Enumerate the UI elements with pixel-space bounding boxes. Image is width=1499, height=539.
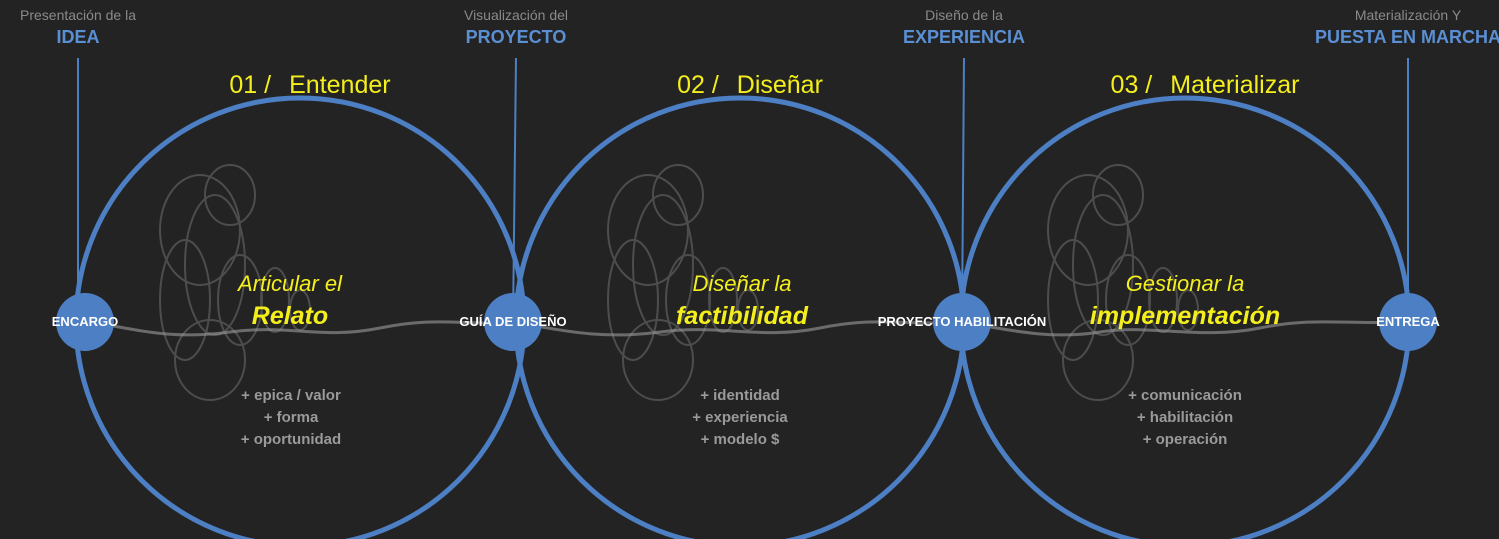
bullet-item: + operación (1142, 431, 1228, 448)
phase-title-3: 03 / Materializar (1075, 70, 1335, 100)
node-circle-3 (933, 293, 991, 351)
milestone-subtitle: Visualización del (463, 7, 569, 23)
milestone-title: IDEA (56, 27, 100, 47)
phase-bullets-1: + epica / valor + forma + oportunidad (161, 385, 421, 451)
milestone-header-idea: Presentación de la IDEA (0, 6, 178, 50)
bullet-item: + forma (263, 409, 319, 426)
tangle-scribble-1 (159, 164, 311, 401)
phase-name: Diseñar (736, 71, 823, 99)
bullet-item: + oportunidad (240, 431, 342, 448)
phase-focus-line1: Gestionar la (1125, 271, 1245, 296)
phase-bullets-3: + comunicación + habilitación + operació… (1055, 385, 1315, 451)
tangle-scribble-2 (607, 164, 759, 401)
bullet-item: + epica / valor (241, 387, 341, 404)
bullet-item: + experiencia (692, 409, 788, 426)
milestone-subtitle: Materialización Y (1354, 7, 1462, 23)
node-label-guia-de-diseno: GUÍA DE DISEÑO (459, 314, 567, 329)
phase-focus-line2: Relato (251, 302, 329, 330)
milestone-header-experiencia: Diseño de la EXPERIENCIA (864, 6, 1064, 50)
milestone-title: PROYECTO (465, 27, 567, 47)
squiggle-line (84, 319, 1409, 337)
milestone-subtitle: Diseño de la (925, 7, 1003, 23)
phase-focus-1: Articular el Relato (160, 268, 420, 332)
bullet-item: + comunicación (1128, 387, 1242, 404)
bullet-item: + identidad (700, 387, 780, 404)
phase-bullets-2: + identidad + experiencia + modelo $ (610, 385, 870, 451)
bullet-item: + modelo $ (700, 431, 780, 448)
milestone-title: PUESTA EN MARCHA (1314, 27, 1499, 47)
bullet-item: + habilitación (1136, 409, 1234, 426)
phase-title-1: 01 / Entender (180, 70, 440, 100)
milestone-title: EXPERIENCIA (902, 27, 1026, 47)
phase-focus-line2: factibilidad (676, 302, 808, 330)
milestone-header-proyecto: Visualización del PROYECTO (416, 6, 616, 50)
node-label-proyecto-habilitacion: PROYECTO HABILITACIÓN (877, 314, 1047, 329)
connector-line-2 (512, 57, 517, 323)
phase-number: 01 / (229, 71, 272, 99)
connector-line-3 (961, 57, 965, 323)
phase-focus-line1: Diseñar la (692, 271, 792, 296)
milestone-header-puesta-en-marcha: Materialización Y PUESTA EN MARCHA (1308, 6, 1499, 50)
node-label-encargo: ENCARGO (51, 314, 119, 329)
phase-number: 02 / (677, 71, 719, 99)
milestone-subtitle: Presentación de la (20, 7, 136, 23)
phase-number: 03 / (1110, 71, 1153, 99)
node-circle-4 (1379, 293, 1437, 351)
node-label-entrega: ENTREGA (1376, 314, 1440, 329)
phase-focus-line1: Articular el (238, 271, 342, 296)
phase-focus-line2: implementación (1089, 302, 1281, 330)
phase-name: Materializar (1170, 71, 1300, 99)
node-circle-2 (484, 293, 542, 351)
phase-focus-2: Diseñar la factibilidad (612, 268, 872, 332)
phase-name: Entender (289, 71, 391, 99)
phase-focus-3: Gestionar la implementación (1055, 268, 1315, 332)
tangle-scribble-3 (1047, 164, 1199, 401)
phase-title-2: 02 / Diseñar (620, 70, 880, 100)
node-circle-1 (56, 293, 114, 351)
